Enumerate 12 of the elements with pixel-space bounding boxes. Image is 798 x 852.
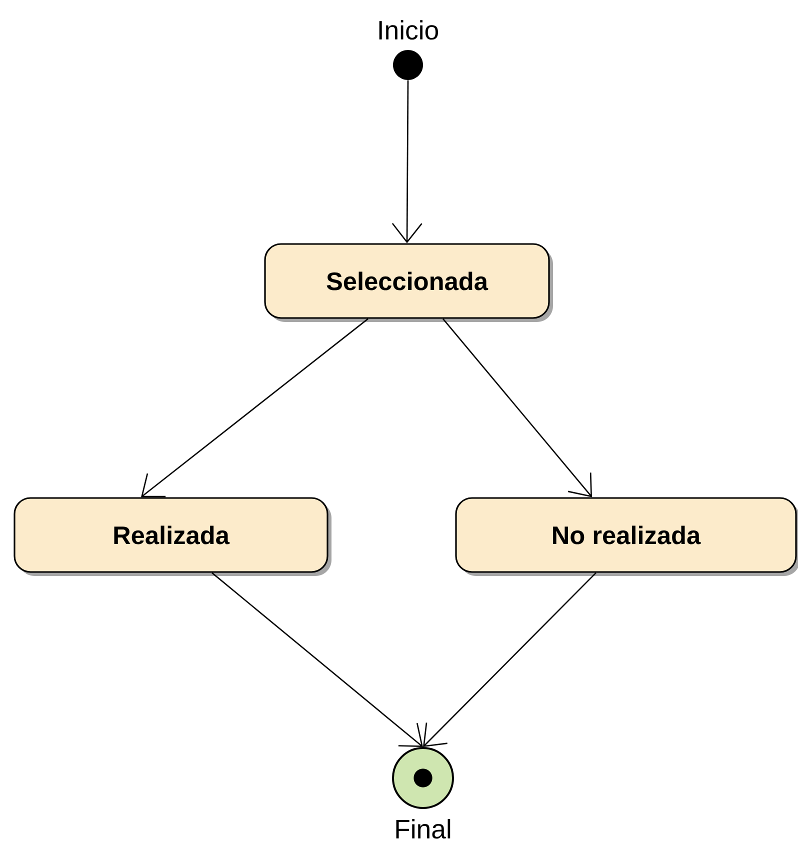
initial-state xyxy=(393,50,423,80)
state-box: Realizada xyxy=(14,497,332,576)
arrow xyxy=(392,80,422,244)
state-box: No realizada xyxy=(455,497,798,576)
state-label: Final xyxy=(396,819,450,839)
final-state xyxy=(392,747,454,809)
arrow xyxy=(442,318,592,498)
arrow xyxy=(212,572,423,747)
arrow xyxy=(141,318,368,498)
state-box: Seleccionada xyxy=(264,243,553,322)
arrow xyxy=(423,572,596,747)
state-label: Inicio xyxy=(379,20,438,40)
